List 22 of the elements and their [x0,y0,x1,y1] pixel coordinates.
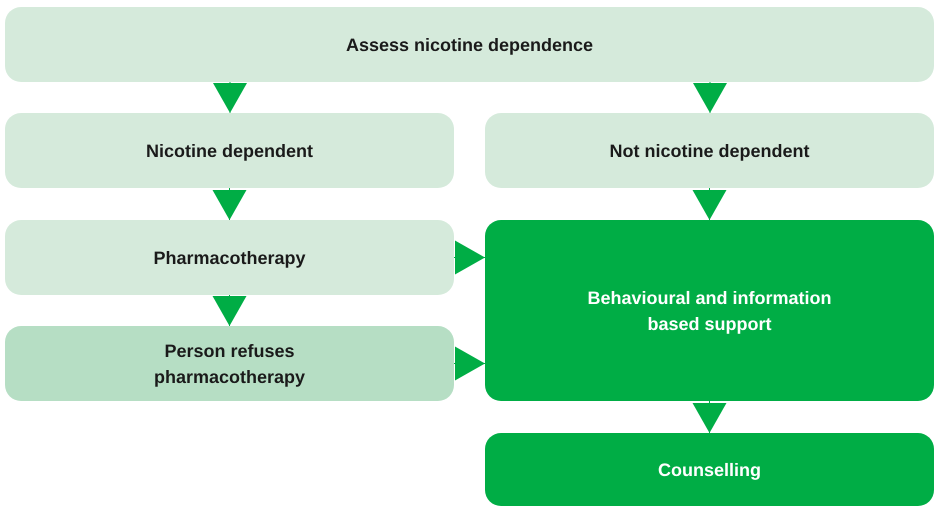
box-label: Counselling [658,458,761,482]
box-label: Nicotine dependent [146,140,313,163]
arrow [454,346,486,380]
process-box [5,326,454,401]
box-label: Pharmacotherapy [153,246,306,270]
box-label: Assess nicotine dependence [346,34,594,57]
process-box [485,433,934,506]
arrow [212,294,246,326]
arrow [212,188,246,220]
arrow [693,82,727,114]
box-label: Not nicotine dependent [610,140,810,163]
process-box [5,113,454,188]
arrow [692,400,726,434]
arrow [692,188,726,220]
process-box [485,113,934,188]
process-box [5,7,934,82]
process-box [5,220,454,295]
box-label: Behavioural and information based support [586,286,833,336]
arrow [213,82,247,114]
arrow [454,240,486,274]
process-box [485,220,934,401]
box-label: Person refuses pharmacotherapy [152,340,306,389]
